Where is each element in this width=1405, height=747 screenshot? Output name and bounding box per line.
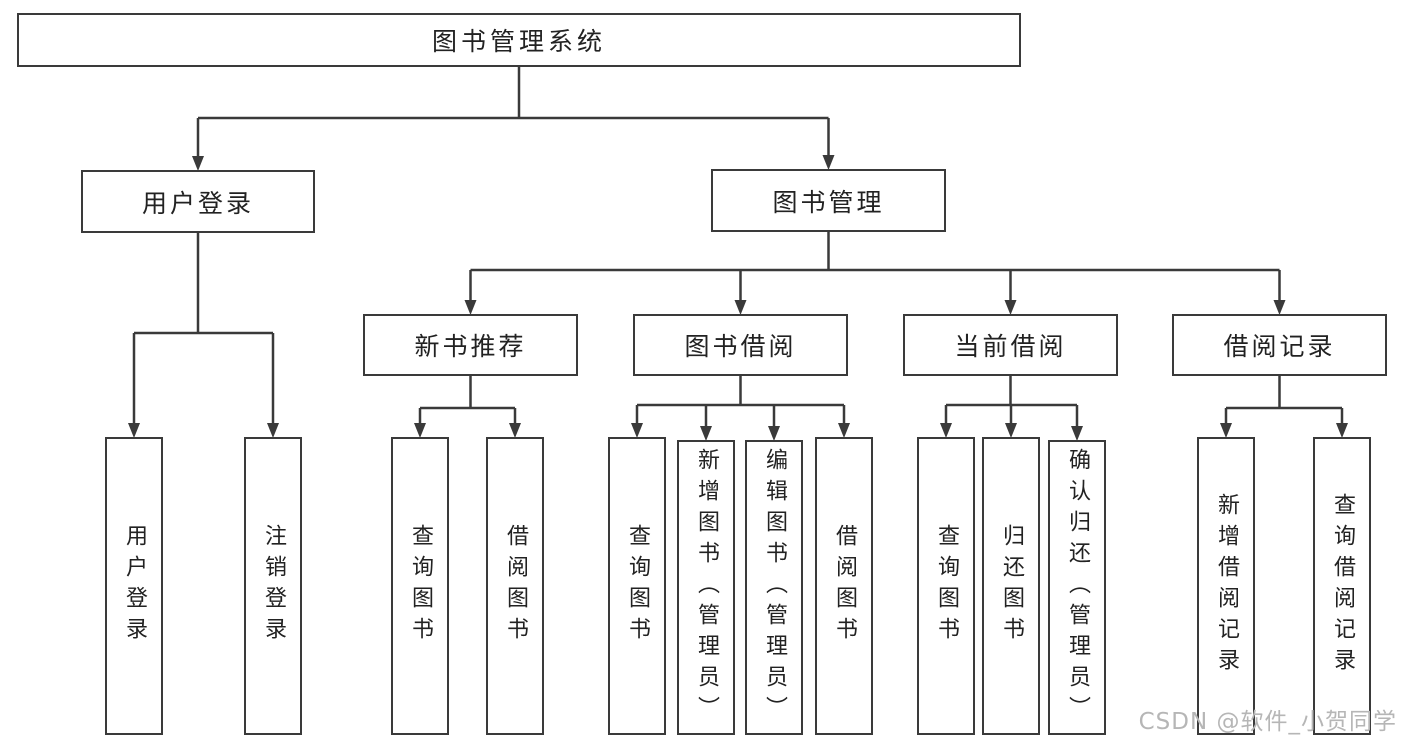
leaf-records-add-record: 新增借阅记录 [1197, 437, 1255, 735]
leaf-current-query-book-label: 查询图书 [934, 524, 959, 648]
leaf-recommend-borrow-book-label: 借阅图书 [503, 524, 528, 648]
leaf-recommend-borrow-book: 借阅图书 [486, 437, 544, 735]
leaf-recommend-query-book-label: 查询图书 [408, 524, 433, 648]
node-book-borrow: 图书借阅 [633, 314, 848, 376]
leaf-current-confirm-return-label: 确认归还（管理员） [1065, 448, 1090, 727]
leaf-borrow-query-book: 查询图书 [608, 437, 666, 735]
leaf-current-return-book-label: 归还图书 [999, 524, 1024, 648]
node-new-book-recommend: 新书推荐 [363, 314, 578, 376]
node-user-login-label: 用户登录 [141, 188, 254, 218]
csdn-watermark: CSDN @软件_小贺同学 [1138, 709, 1397, 735]
leaf-user-login: 用户登录 [105, 437, 163, 735]
leaf-borrow-query-book-label: 查询图书 [625, 524, 650, 648]
leaf-borrow-add-book-label: 新增图书（管理员） [694, 448, 719, 727]
leaf-borrow-borrow-book-label: 借阅图书 [832, 524, 857, 648]
node-borrow-records-label: 借阅记录 [1223, 332, 1336, 361]
leaf-borrow-add-book: 新增图书（管理员） [677, 440, 735, 735]
leaf-borrow-edit-book-label: 编辑图书（管理员） [762, 448, 787, 727]
leaf-recommend-query-book: 查询图书 [391, 437, 449, 735]
leaf-logout: 注销登录 [244, 437, 302, 735]
leaf-borrow-borrow-book: 借阅图书 [815, 437, 873, 735]
node-borrow-records: 借阅记录 [1172, 314, 1387, 376]
leaf-current-return-book: 归还图书 [982, 437, 1040, 735]
node-book-management: 图书管理 [711, 169, 946, 232]
node-book-borrow-label: 图书借阅 [684, 332, 797, 361]
leaf-current-query-book: 查询图书 [917, 437, 975, 735]
leaf-current-confirm-return: 确认归还（管理员） [1048, 440, 1106, 735]
leaf-records-add-record-label: 新增借阅记录 [1214, 493, 1239, 679]
node-current-borrow: 当前借阅 [903, 314, 1118, 376]
node-user-login: 用户登录 [81, 170, 315, 233]
leaf-borrow-edit-book: 编辑图书（管理员） [745, 440, 803, 735]
leaf-logout-label: 注销登录 [261, 524, 286, 648]
node-root: 图书管理系统 [17, 13, 1021, 67]
node-root-label: 图书管理系统 [431, 27, 606, 56]
node-new-book-recommend-label: 新书推荐 [414, 332, 527, 361]
leaf-records-query-record: 查询借阅记录 [1313, 437, 1371, 735]
leaf-user-login-label: 用户登录 [122, 524, 147, 648]
node-book-management-label: 图书管理 [772, 187, 885, 217]
leaf-records-query-record-label: 查询借阅记录 [1330, 493, 1355, 679]
node-current-borrow-label: 当前借阅 [954, 332, 1067, 361]
